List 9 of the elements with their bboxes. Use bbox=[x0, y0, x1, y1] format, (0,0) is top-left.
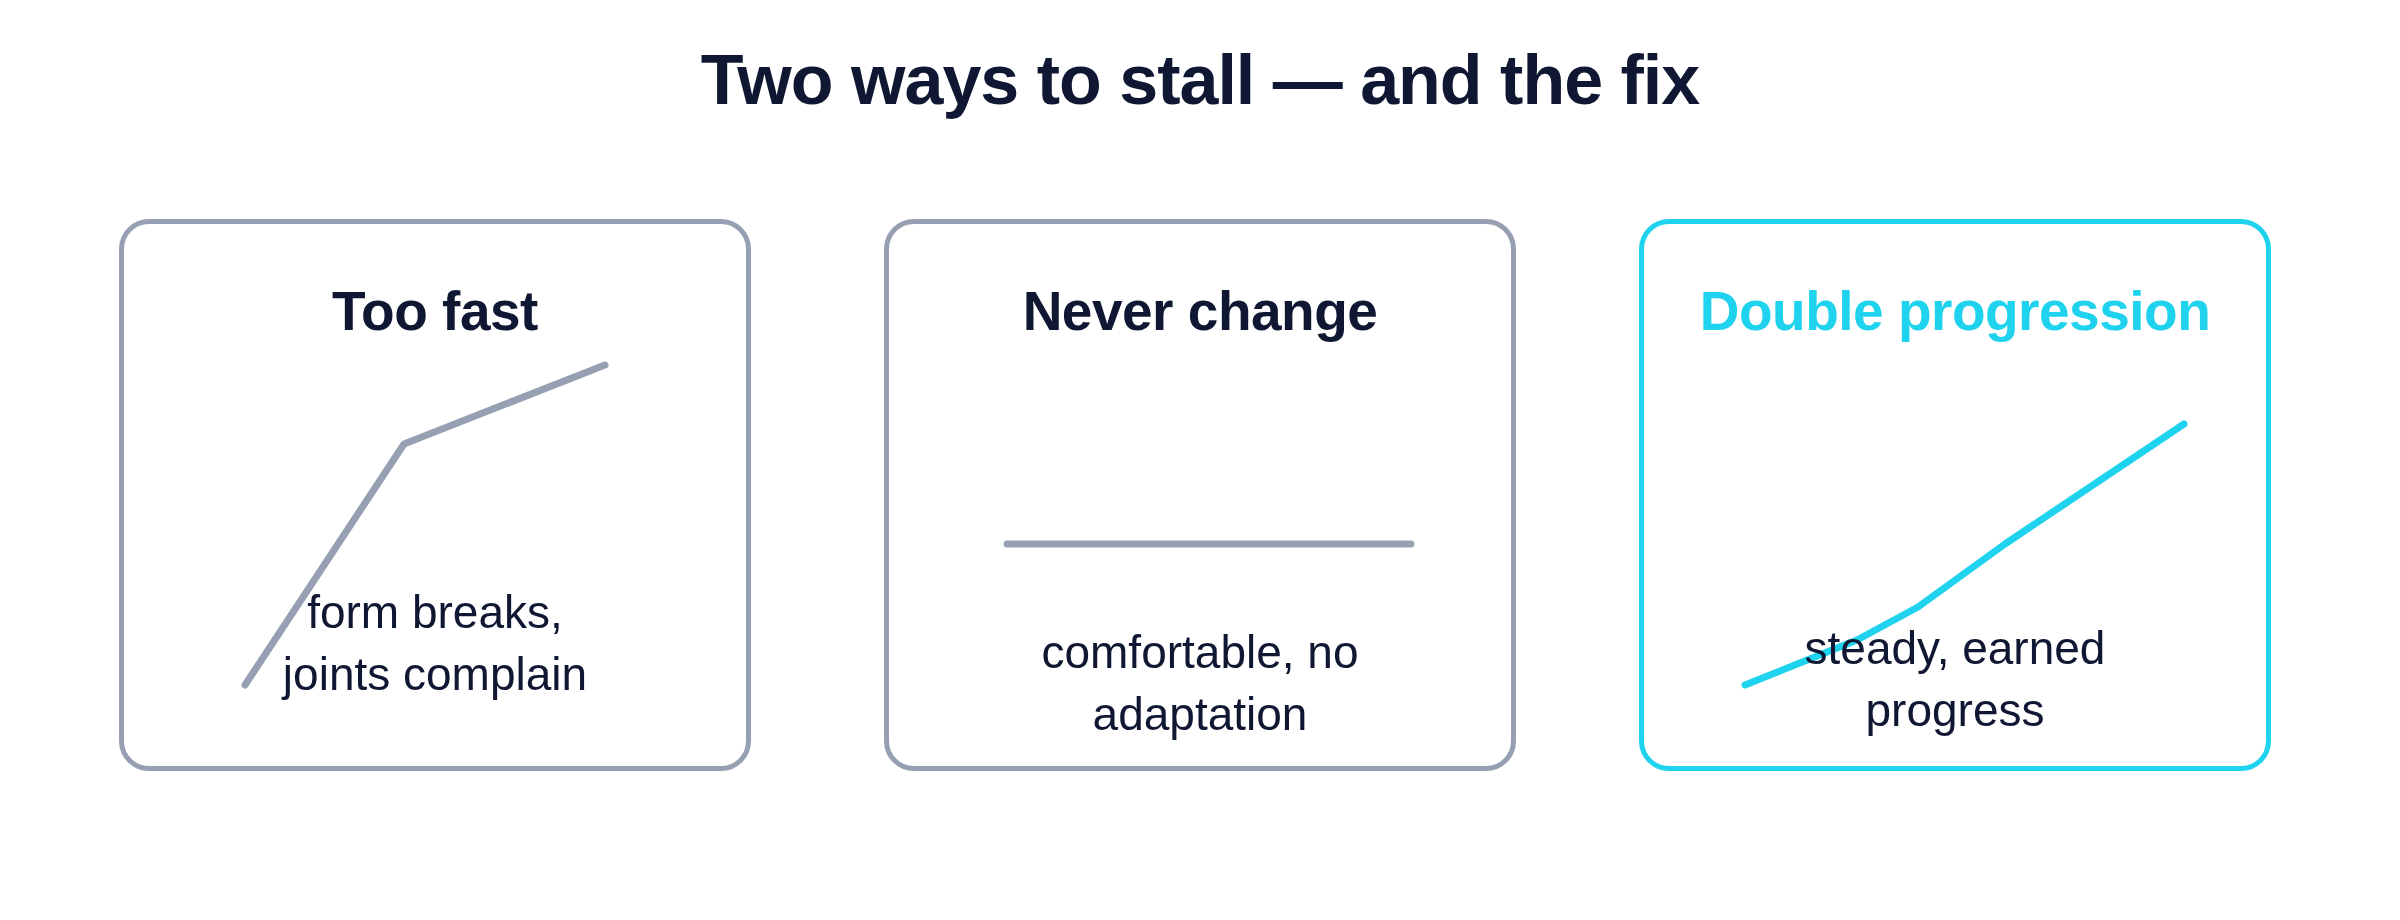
card-heading: Double progression bbox=[1699, 280, 2211, 342]
card-text: form breaks, joints complain bbox=[280, 585, 589, 702]
card-text: comfortable, no adaptation bbox=[1040, 625, 1360, 742]
card-heading: Too fast bbox=[332, 280, 538, 342]
card-panel bbox=[1639, 219, 2271, 771]
card-panel bbox=[119, 219, 751, 771]
diagram-title: Two ways to stall — and the fix bbox=[700, 41, 1700, 119]
card-heading: Never change bbox=[1022, 280, 1378, 342]
card-panel bbox=[884, 219, 1516, 771]
